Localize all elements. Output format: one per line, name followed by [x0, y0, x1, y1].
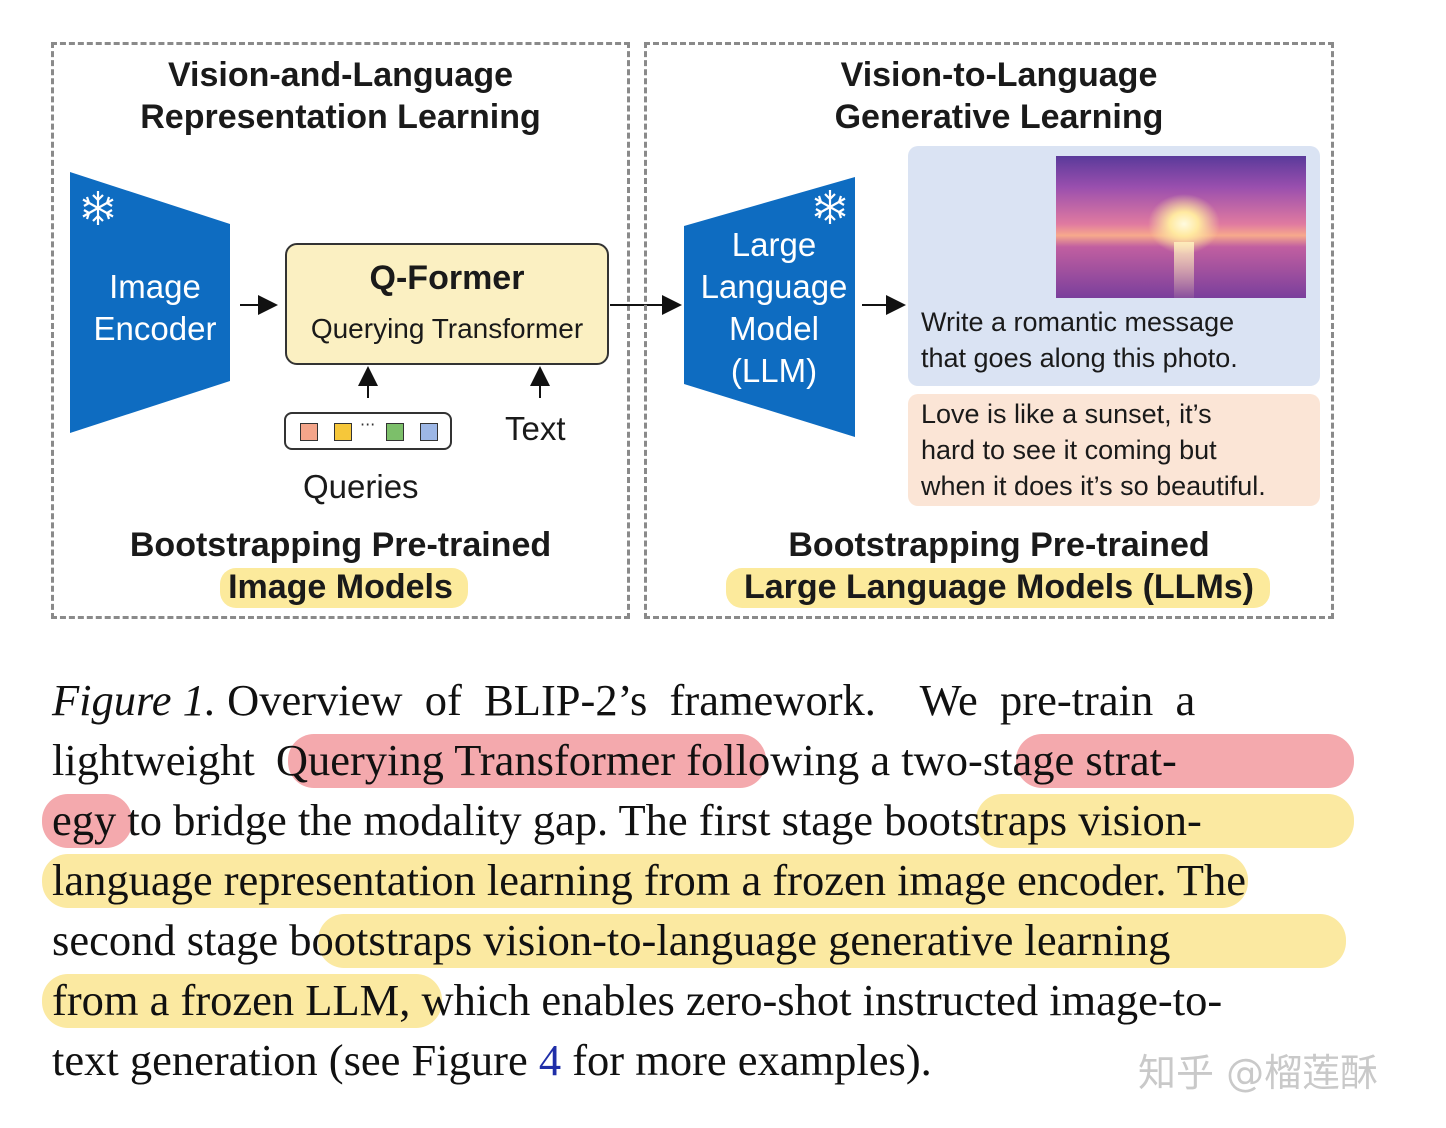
highlight-querying-transformer — [288, 734, 766, 788]
response-bubble — [908, 394, 1320, 506]
caption-highlight-yellow: language representation learning from a … — [52, 855, 1167, 905]
qformer-box: Q-Former Querying Transformer — [285, 243, 609, 365]
caption-line-2: lightweight Querying Transformer followi… — [52, 730, 1177, 790]
caption-text: following a — [675, 735, 902, 785]
right-footer-line2: Large Language Models (LLMs) — [743, 568, 1255, 606]
query-token — [300, 423, 318, 441]
caption-line-3: egy to bridge the modality gap. The firs… — [52, 790, 1202, 850]
right-panel — [644, 42, 1334, 619]
caption-text: to bridge the modality gap. The first st… — [116, 795, 885, 845]
sun-reflection — [1174, 242, 1194, 298]
right-panel-title-line2: Generative Learning — [834, 98, 1164, 136]
highlight-bootstraps-vision-to-language — [318, 914, 1346, 968]
caption-text: , which enables zero-shot instructed ima… — [399, 975, 1223, 1025]
left-footer-highlight — [220, 568, 468, 608]
image-encoder-label-line2: Encoder — [93, 310, 217, 347]
response-line3: when it does it’s so beautiful. — [921, 471, 1266, 501]
caption-highlight-pink: two-stage strat- — [901, 735, 1177, 785]
left-footer-line2: Image Models — [228, 568, 453, 606]
left-footer-line1: Bootstrapping Pre-trained — [129, 526, 552, 564]
caption-text: lightweight — [52, 735, 266, 785]
highlight-language-representation — [42, 854, 1248, 908]
qformer-subtitle: Querying Transformer — [310, 313, 584, 344]
caption-highlight-pink: egy — [52, 795, 117, 845]
caption-highlight-pink: Querying Transformer — [275, 735, 676, 785]
llm-label-line4: (LLM) — [730, 352, 818, 389]
caption-line-4: language representation learning from a … — [52, 850, 1246, 910]
prompt-line2: that goes along this photo. — [921, 343, 1238, 373]
caption-highlight-yellow: bootstraps vision-to-language generative… — [289, 915, 1171, 965]
figure-label: Figure 1. — [52, 675, 216, 725]
highlight-egy — [42, 794, 132, 848]
caption-text: The — [1166, 855, 1246, 905]
query-token — [386, 423, 404, 441]
image-encoder-label-line1: Image — [109, 268, 201, 305]
highlight-bootstraps-vision — [976, 794, 1354, 848]
left-panel-title-line1: Vision-and-Language — [167, 56, 514, 94]
text-label: Text — [505, 410, 566, 447]
ellipsis-icon: ··· — [360, 415, 376, 434]
highlight-two-stage-strat — [1016, 734, 1354, 788]
image-encoder-trapezoid — [70, 172, 230, 433]
snowflake-icon — [814, 190, 846, 224]
caption-line-5: second stage bootstraps vision-to-langua… — [52, 910, 1170, 970]
response-line2: hard to see it coming but — [921, 435, 1217, 465]
left-panel — [51, 42, 630, 619]
caption-line-7: text generation (see Figure 4 for more e… — [52, 1030, 932, 1090]
left-panel-title-line2: Representation Learning — [140, 98, 541, 136]
caption-text: for more examples). — [561, 1035, 932, 1085]
sunset-photo — [1056, 156, 1306, 298]
caption-text: second stage — [52, 915, 290, 965]
qformer-title: Q-Former — [369, 259, 525, 297]
llm-label-line2: Language — [700, 268, 848, 305]
caption-highlight-yellow: bootstraps vision- — [884, 795, 1202, 845]
llm-label-line3: Model — [729, 310, 819, 347]
caption-highlight-yellow: from a frozen LLM — [52, 975, 400, 1025]
queries-label: Queries — [303, 468, 419, 505]
right-footer-highlight — [726, 568, 1270, 608]
caption-text: Overview of BLIP-2’s framework. We pre-t… — [227, 675, 1196, 725]
llm-label-line1: Large — [731, 226, 817, 263]
caption-text: text generation (see Figure — [52, 1035, 539, 1085]
watermark: 知乎 @榴莲酥 — [1138, 1051, 1379, 1095]
prompt-line1: Write a romantic message — [921, 307, 1235, 337]
query-tokens: ··· — [284, 412, 452, 450]
highlight-from-frozen-llm — [42, 974, 442, 1028]
query-token — [420, 423, 438, 441]
caption-line-6: from a frozen LLM, which enables zero-sh… — [52, 970, 1222, 1030]
snowflake-icon — [82, 191, 114, 225]
response-line1: Love is like a sunset, it’s — [921, 399, 1212, 429]
llm-trapezoid — [684, 177, 855, 437]
caption-line-1: Figure 1. Overview of BLIP-2’s framework… — [52, 670, 1195, 730]
right-footer-line1: Bootstrapping Pre-trained — [788, 526, 1210, 564]
figure-reference-link[interactable]: 4 — [538, 1035, 562, 1085]
right-panel-title-line1: Vision-to-Language — [840, 56, 1158, 94]
query-token — [334, 423, 352, 441]
